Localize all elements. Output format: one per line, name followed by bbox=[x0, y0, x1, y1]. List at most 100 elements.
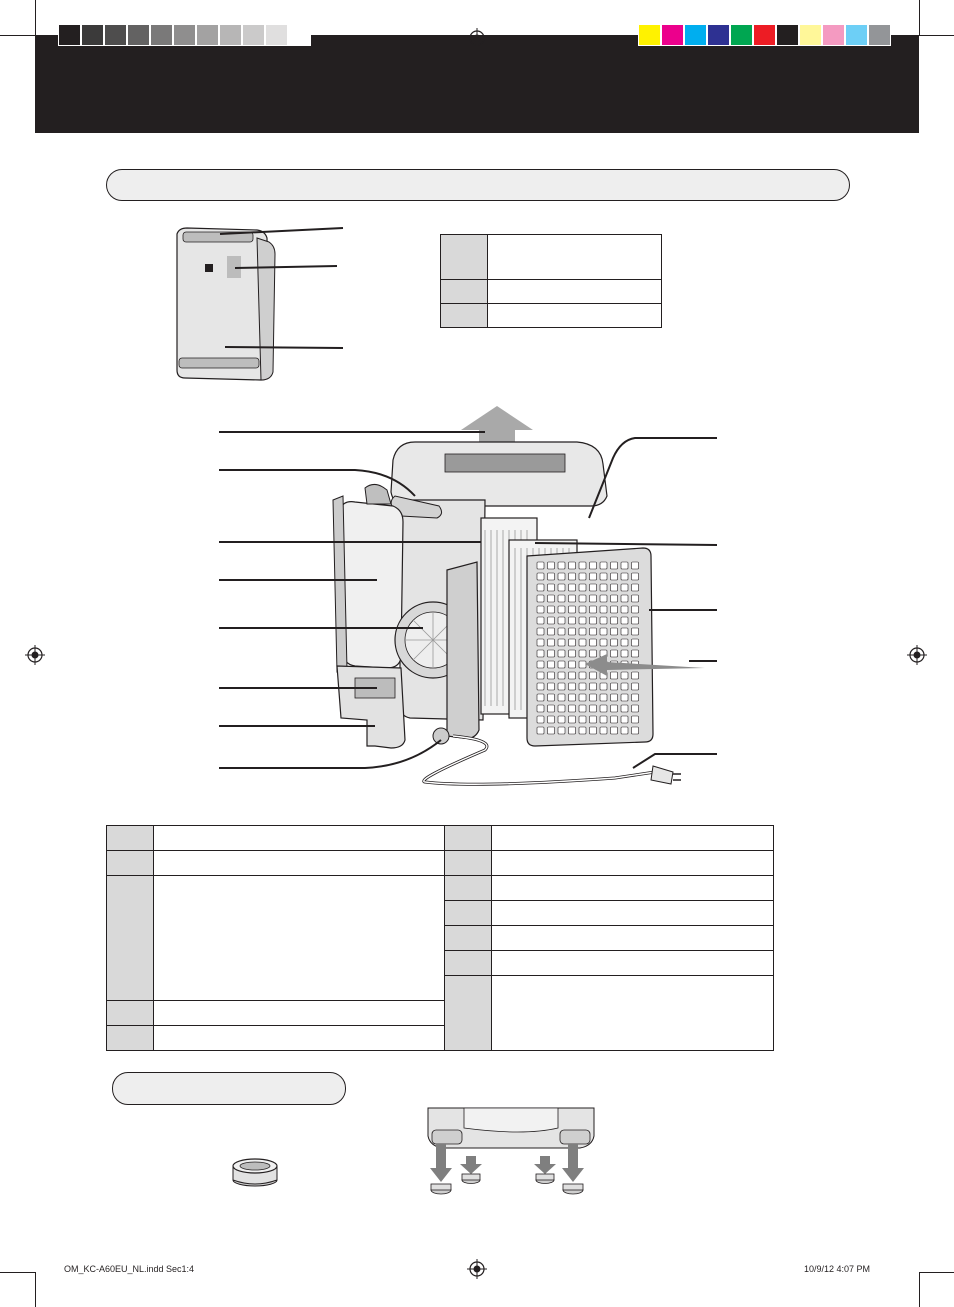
crop-mark-top-left-h bbox=[0, 35, 35, 36]
grille-hole bbox=[620, 594, 629, 603]
grille-hole bbox=[589, 605, 597, 614]
table-row bbox=[107, 975, 774, 1051]
unit-front-view-illustration bbox=[176, 227, 344, 381]
table-row bbox=[106, 825, 774, 851]
grille-hole bbox=[568, 660, 576, 669]
grille-hole bbox=[568, 572, 576, 581]
grille-hole bbox=[599, 627, 608, 636]
grille-hole bbox=[589, 638, 597, 647]
grille-hole bbox=[568, 649, 576, 658]
grille-hole bbox=[620, 682, 629, 691]
grille-hole bbox=[631, 605, 639, 614]
grille-hole bbox=[568, 693, 576, 702]
grille-hole bbox=[547, 726, 555, 735]
grille-hole bbox=[568, 638, 576, 647]
grille-hole bbox=[578, 649, 587, 658]
crop-mark-bottom-right-v bbox=[919, 1272, 920, 1307]
grille-hole bbox=[536, 572, 545, 581]
grille-hole bbox=[620, 561, 629, 570]
grille-hole bbox=[547, 627, 555, 636]
color-swatch bbox=[196, 24, 219, 46]
grille-hole bbox=[610, 693, 618, 702]
grille-hole bbox=[536, 605, 545, 614]
caster-accessory-illustration bbox=[232, 1158, 278, 1187]
grille-hole bbox=[547, 616, 555, 625]
grille-hole bbox=[536, 704, 545, 713]
grille-hole bbox=[536, 594, 545, 603]
grille-hole bbox=[620, 704, 629, 713]
grille-hole bbox=[599, 638, 608, 647]
grille-hole bbox=[568, 726, 576, 735]
grille-hole bbox=[620, 715, 629, 724]
grille-hole bbox=[631, 583, 639, 592]
caster-installation-illustration bbox=[427, 1107, 595, 1195]
grille-hole bbox=[620, 671, 629, 680]
accessories-title-bar bbox=[112, 1072, 346, 1105]
grille-hole bbox=[547, 561, 555, 570]
grille-hole bbox=[589, 704, 597, 713]
color-swatch bbox=[661, 24, 684, 46]
grille-hole bbox=[610, 649, 618, 658]
grille-hole bbox=[547, 671, 555, 680]
grille-hole bbox=[631, 715, 639, 724]
color-swatch bbox=[242, 24, 265, 46]
grille-hole bbox=[536, 715, 545, 724]
exploded-parts-illustration bbox=[219, 406, 718, 786]
grille-hole bbox=[578, 572, 587, 581]
grille-hole bbox=[547, 572, 555, 581]
color-swatch bbox=[684, 24, 707, 46]
grille-hole bbox=[547, 704, 555, 713]
grille-hole bbox=[568, 583, 576, 592]
color-swatch bbox=[127, 24, 150, 46]
grille-hole bbox=[568, 605, 576, 614]
color-swatch bbox=[799, 24, 822, 46]
grille-hole bbox=[631, 704, 639, 713]
grille-hole bbox=[557, 638, 566, 647]
grille-hole bbox=[557, 671, 566, 680]
grille-hole bbox=[620, 605, 629, 614]
process-color-swatch-strip bbox=[638, 24, 891, 48]
grille-hole bbox=[589, 682, 597, 691]
grille-hole bbox=[610, 682, 618, 691]
footer-date-label: 10/9/12 4:07 PM bbox=[804, 1264, 871, 1274]
grille-hole bbox=[536, 616, 545, 625]
footer-file-label: OM_KC-A60EU_NL.indd Sec1:4 bbox=[64, 1264, 195, 1274]
grille-hole bbox=[599, 704, 608, 713]
grille-hole bbox=[536, 693, 545, 702]
grille-hole bbox=[610, 561, 618, 570]
grille-hole bbox=[536, 649, 545, 658]
color-swatch bbox=[845, 24, 868, 46]
grille-hole bbox=[599, 594, 608, 603]
grille-hole bbox=[610, 726, 618, 735]
grille-hole bbox=[589, 572, 597, 581]
grille-hole bbox=[557, 616, 566, 625]
grille-hole bbox=[589, 726, 597, 735]
grille-hole bbox=[631, 726, 639, 735]
grille-hole bbox=[536, 660, 545, 669]
grille-hole bbox=[589, 671, 597, 680]
grille-hole bbox=[557, 649, 566, 658]
grille-hole bbox=[620, 649, 629, 658]
color-swatch bbox=[868, 24, 891, 46]
grille-hole bbox=[547, 682, 555, 691]
grille-hole bbox=[557, 561, 566, 570]
grille-hole bbox=[578, 583, 587, 592]
color-swatch bbox=[58, 24, 81, 46]
table-row bbox=[106, 850, 774, 876]
grille-hole bbox=[610, 671, 618, 680]
color-swatch bbox=[173, 24, 196, 46]
grille-hole bbox=[599, 561, 608, 570]
grille-hole bbox=[578, 671, 587, 680]
grille-hole bbox=[578, 594, 587, 603]
grille-hole bbox=[547, 594, 555, 603]
grille-hole bbox=[557, 704, 566, 713]
color-swatch bbox=[150, 24, 173, 46]
parts-list-table bbox=[106, 825, 774, 1051]
grille-hole bbox=[578, 660, 587, 669]
grille-hole bbox=[557, 583, 566, 592]
grille-hole bbox=[557, 660, 566, 669]
grille-hole bbox=[568, 682, 576, 691]
grille-hole bbox=[557, 682, 566, 691]
table-row bbox=[107, 900, 774, 926]
grille-hole bbox=[631, 682, 639, 691]
